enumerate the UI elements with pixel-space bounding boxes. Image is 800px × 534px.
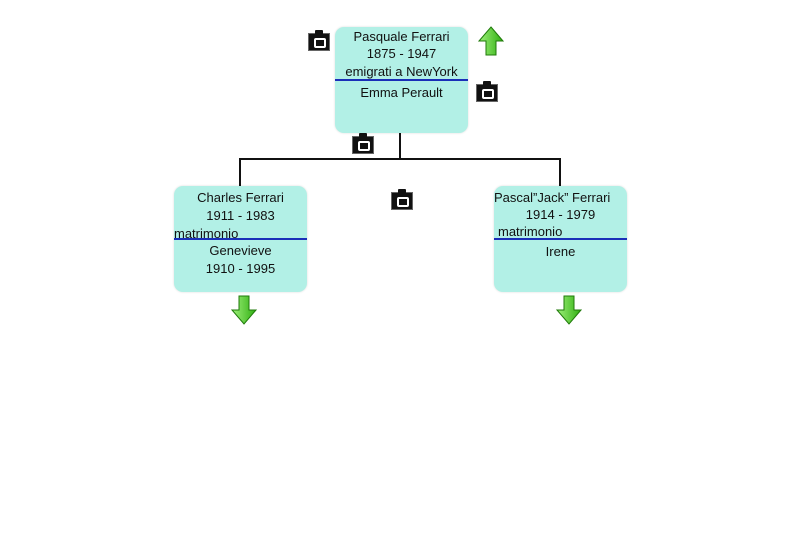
- marriage-divider: [494, 238, 627, 240]
- child-years: 1914 - 1979: [525, 207, 596, 222]
- camera-icon[interactable]: [476, 81, 498, 102]
- marriage-divider: [335, 79, 468, 81]
- relation-label: matrimonio: [498, 224, 563, 239]
- root-note: emigrati a NewYork: [345, 64, 458, 79]
- camera-icon[interactable]: [352, 133, 374, 154]
- camera-icon[interactable]: [391, 189, 413, 210]
- child-name: Charles Ferrari: [197, 190, 284, 205]
- right-child-connector: [559, 158, 561, 187]
- camera-icon[interactable]: [308, 30, 330, 51]
- root-stem-connector: [399, 132, 401, 159]
- root-person-node[interactable]: Pasquale Ferrari 1875 - 1947 emigrati a …: [335, 27, 468, 133]
- spouse-name: Irene: [545, 244, 576, 259]
- marriage-divider: [174, 238, 307, 240]
- arrow-down-icon[interactable]: [231, 295, 257, 325]
- child-node-pascal[interactable]: Pascal”Jack” Ferrari 1914 - 1979 matrimo…: [494, 186, 627, 292]
- child-node-charles[interactable]: Charles Ferrari 1911 - 1983 matrimonio G…: [174, 186, 307, 292]
- sibling-bar-connector: [239, 158, 561, 160]
- child-years: 1911 - 1983: [206, 208, 275, 223]
- spouse-name: Genevieve: [209, 243, 272, 258]
- child-name: Pascal”Jack” Ferrari: [494, 190, 611, 205]
- arrow-down-icon[interactable]: [556, 295, 582, 325]
- root-years: 1875 - 1947: [366, 46, 437, 61]
- arrow-up-icon[interactable]: [478, 26, 504, 56]
- left-child-connector: [239, 158, 241, 187]
- spouse-years: 1910 - 1995: [205, 261, 276, 276]
- root-spouse: Emma Perault: [360, 85, 443, 100]
- relation-label: matrimonio: [174, 226, 239, 241]
- root-name: Pasquale Ferrari: [353, 29, 450, 44]
